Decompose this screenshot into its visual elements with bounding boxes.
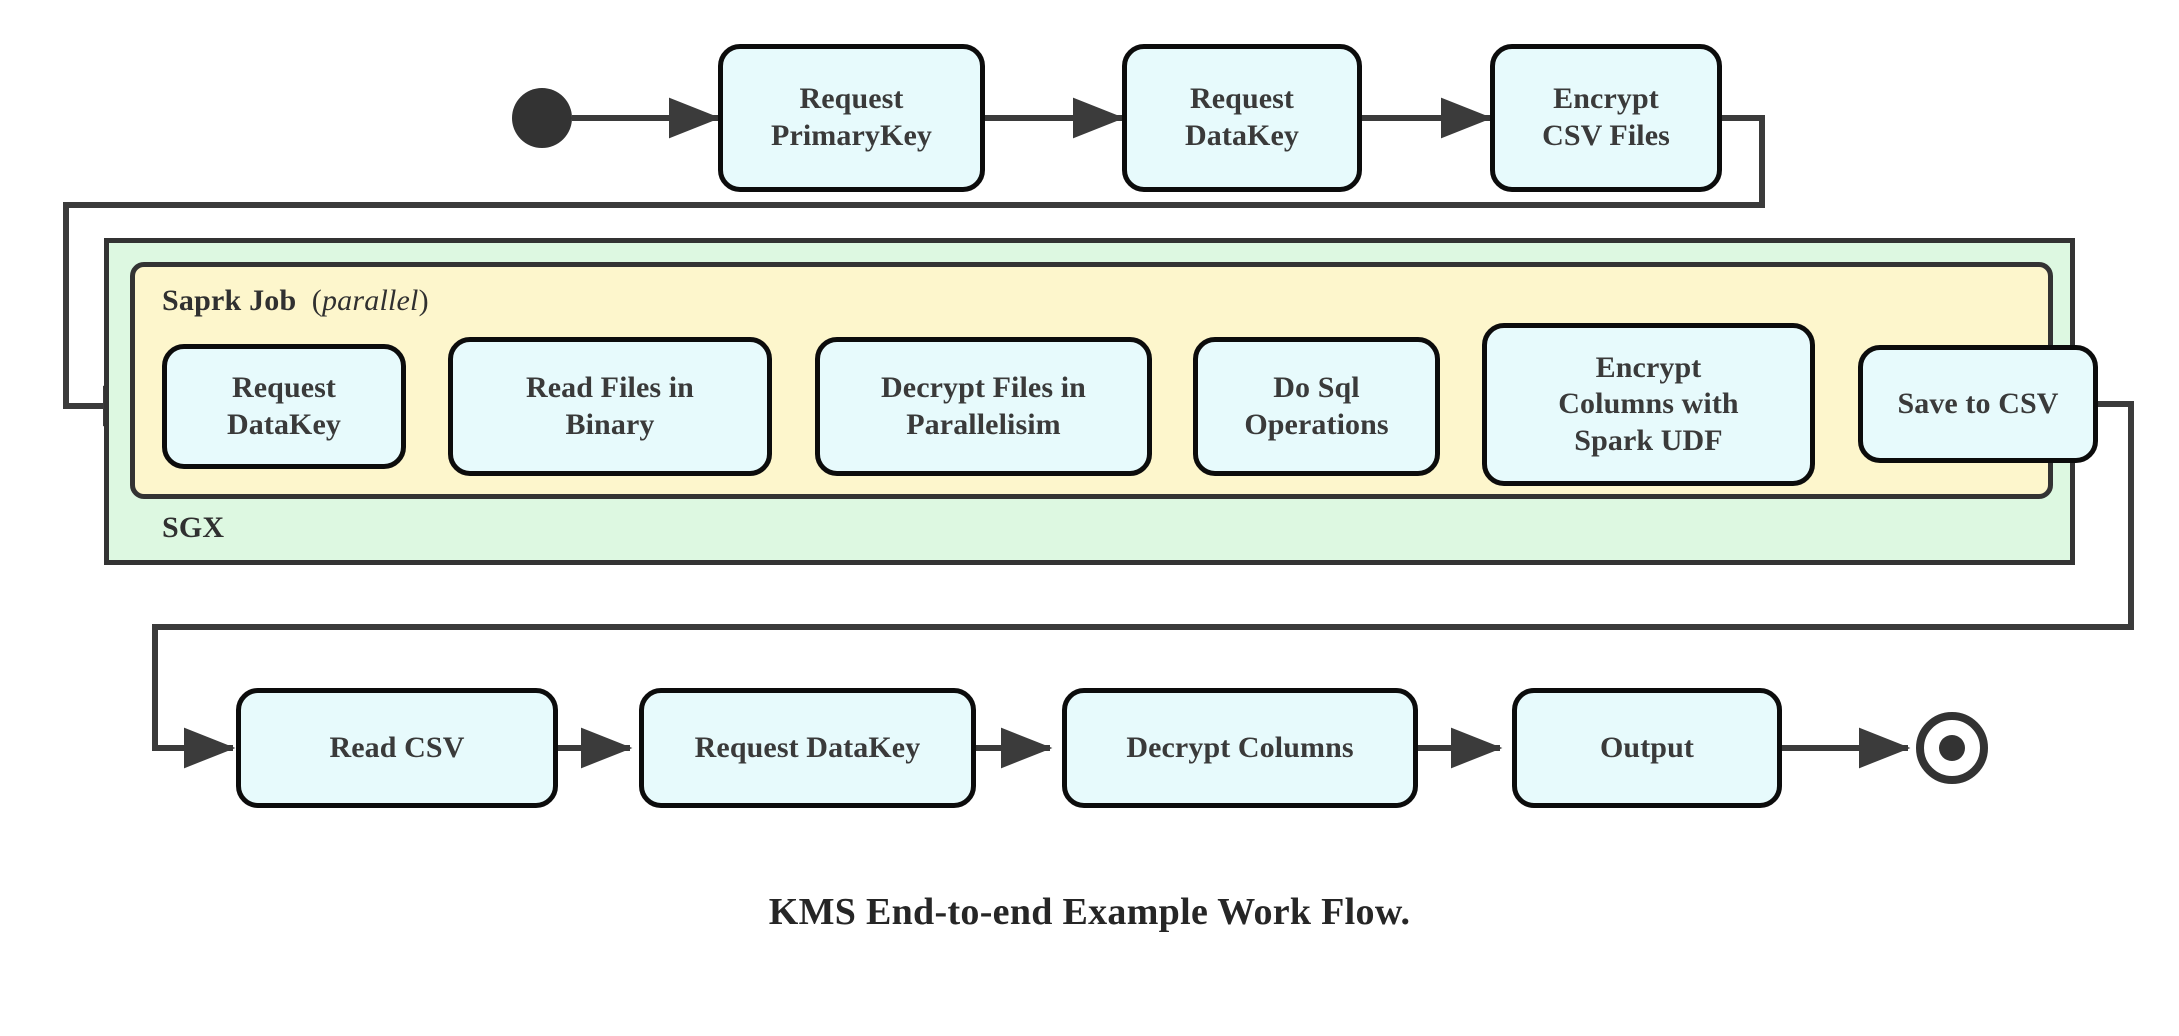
node-line-1: Request	[799, 82, 904, 116]
node-line-1: Decrypt Files in	[881, 370, 1086, 404]
paren-close: )	[418, 284, 429, 317]
node-line-1: Encrypt	[1553, 82, 1659, 116]
region-sgx-label: SGX	[162, 511, 225, 544]
node-request-datakey-spark[interactable]: Request DataKey	[162, 344, 406, 469]
node-line-2: DataKey	[1184, 119, 1299, 152]
node-save-to-csv[interactable]: Save to CSV	[1858, 345, 2098, 463]
node-line-1: Decrypt Columns	[1126, 730, 1354, 764]
node-line-1: Do Sql	[1273, 370, 1360, 404]
node-line-1: Read CSV	[329, 730, 465, 764]
node-line-2: PrimaryKey	[771, 119, 932, 152]
node-output[interactable]: Output	[1512, 688, 1782, 808]
node-line-1: Encrypt	[1595, 350, 1702, 384]
node-request-datakey-bottom[interactable]: Request DataKey	[639, 688, 976, 808]
region-spark-job-label-main: Saprk Job	[162, 284, 297, 317]
node-encrypt-csv-files[interactable]: Encrypt CSV Files	[1490, 44, 1722, 192]
node-line-1: Request	[1189, 82, 1295, 116]
end-node-inner-dot	[1939, 735, 1965, 761]
end-node	[1916, 712, 1988, 784]
paren-open: (	[311, 284, 322, 317]
node-line-2: Binary	[565, 407, 655, 441]
node-encrypt-columns-with-spark-udf[interactable]: Encrypt Columns with Spark UDF	[1482, 323, 1815, 486]
node-line-1: Save to CSV	[1897, 386, 2059, 420]
node-line-2: CSV Files	[1542, 119, 1670, 152]
node-line-3: Spark UDF	[1574, 423, 1723, 457]
node-line-2: Columns with	[1558, 387, 1739, 421]
node-read-csv[interactable]: Read CSV	[236, 688, 558, 808]
node-line-1: Request DataKey	[694, 730, 921, 764]
node-line-2: Operations	[1244, 407, 1389, 441]
region-spark-job-label: Saprk Job (parallel)	[162, 284, 429, 318]
start-node	[512, 88, 572, 148]
node-line-1: Read Files in	[526, 370, 694, 404]
region-spark-job-label-italic: parallel	[321, 284, 419, 317]
node-do-sql-operations[interactable]: Do Sql Operations	[1193, 337, 1440, 476]
node-line-2: DataKey	[226, 407, 341, 441]
diagram-caption: KMS End-to-end Example Work Flow.	[768, 891, 1411, 933]
node-decrypt-columns[interactable]: Decrypt Columns	[1062, 688, 1418, 808]
node-request-primarykey[interactable]: Request PrimaryKey	[718, 44, 985, 192]
node-line-2: Parallelisim	[906, 407, 1061, 441]
node-decrypt-files-in-parallelisim[interactable]: Decrypt Files in Parallelisim	[815, 337, 1152, 476]
node-read-files-in-binary[interactable]: Read Files in Binary	[448, 337, 772, 476]
node-line-1: Request	[231, 370, 337, 404]
node-line-1: Output	[1600, 730, 1694, 764]
node-request-datakey-top[interactable]: Request DataKey	[1122, 44, 1362, 192]
